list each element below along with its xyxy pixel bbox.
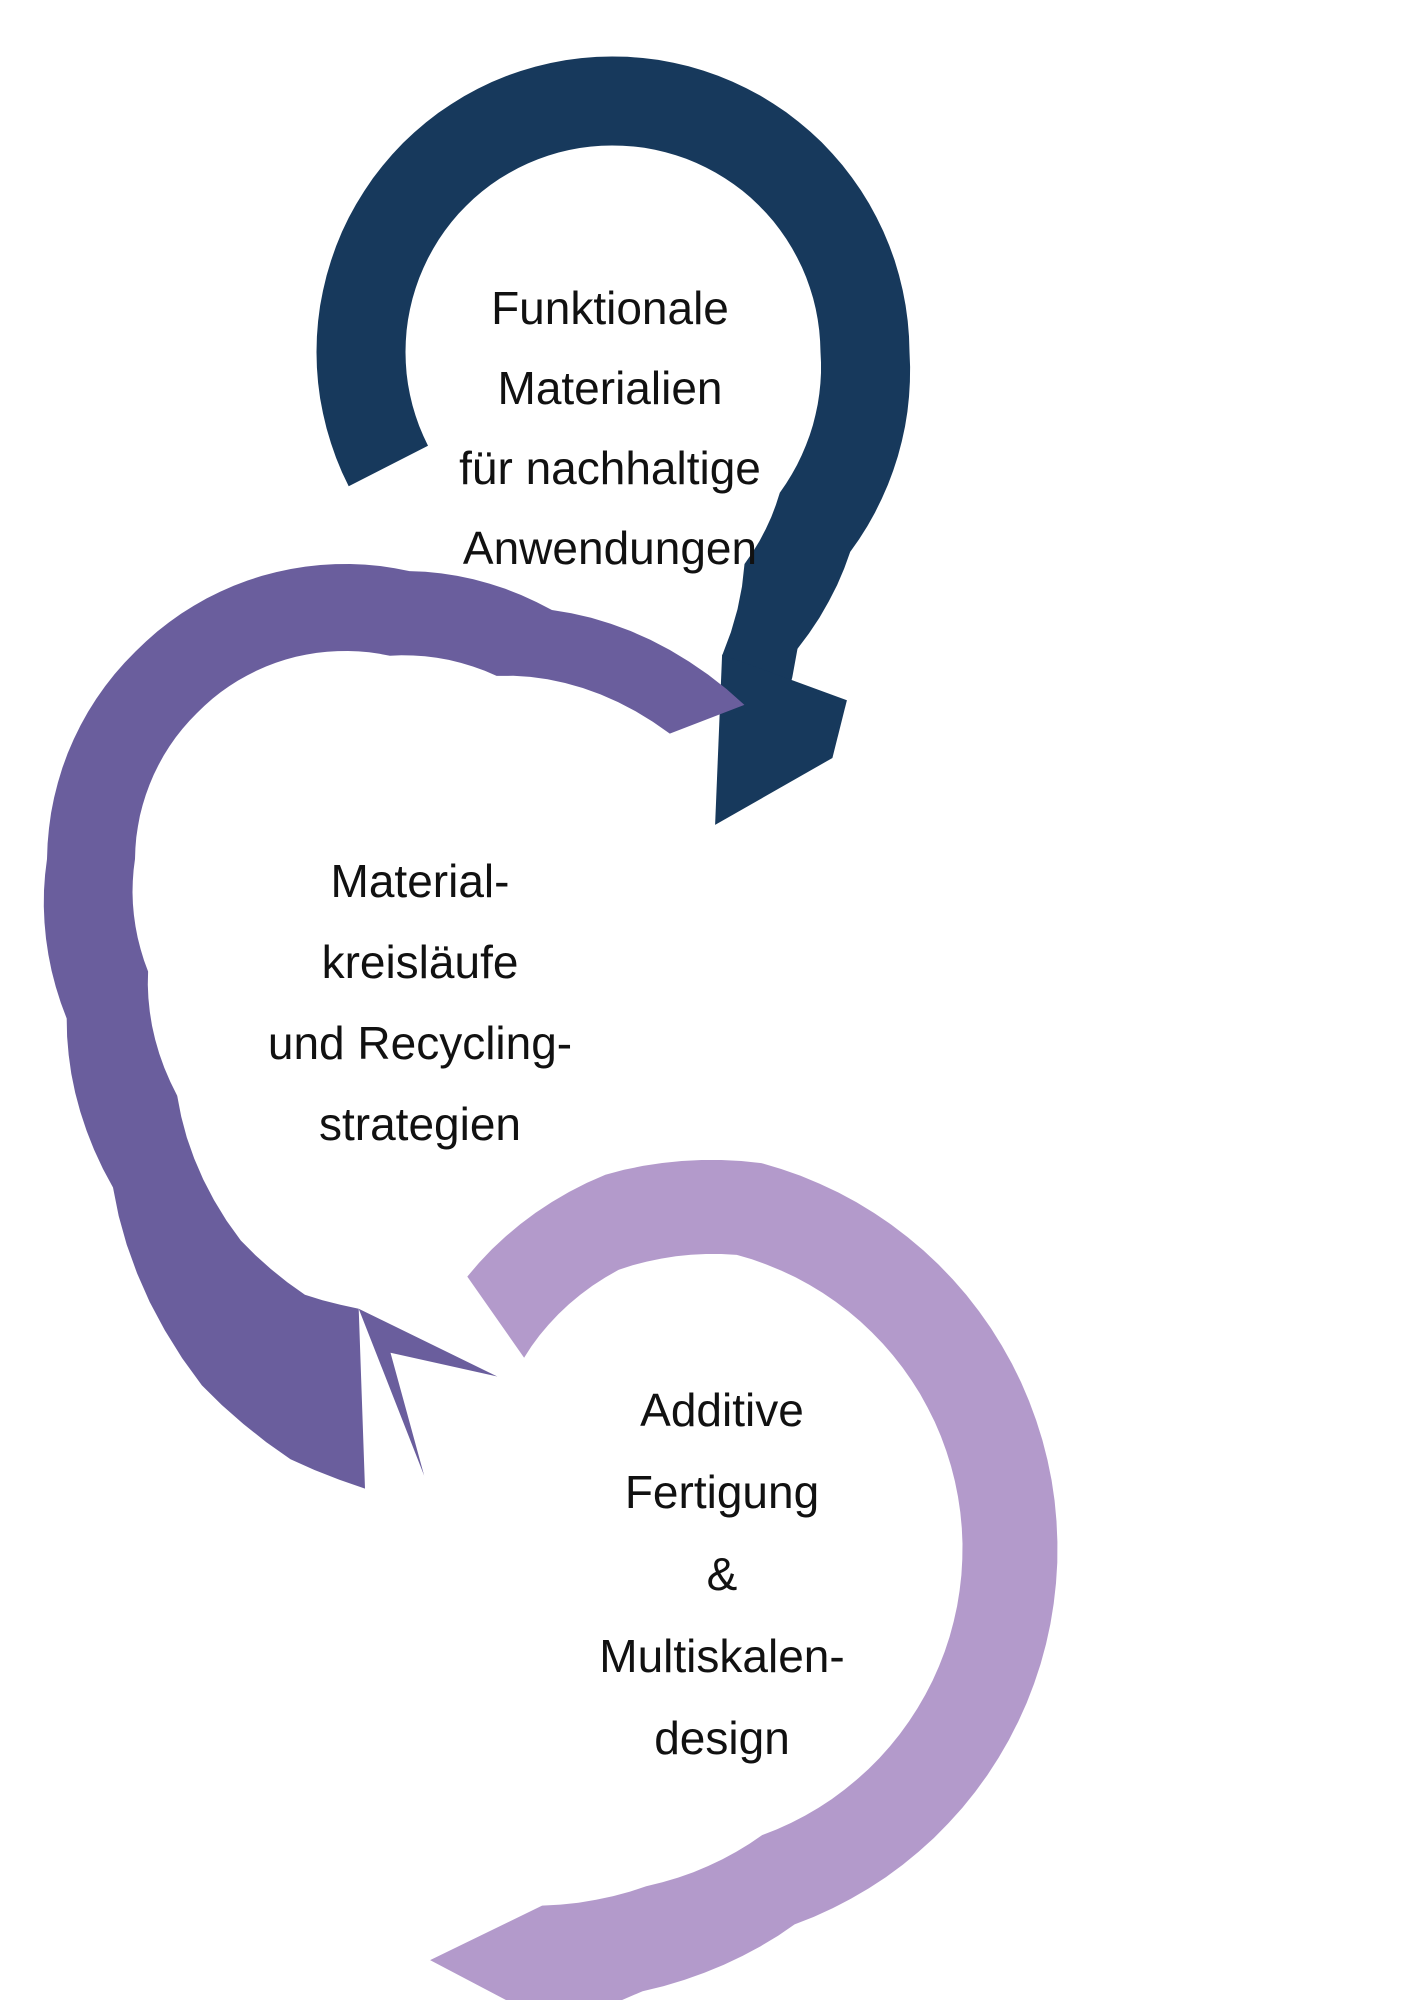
label-line: Anwendungen bbox=[462, 522, 758, 574]
label-line: strategien bbox=[318, 1098, 521, 1150]
lavender-arrowhead-icon bbox=[430, 1905, 543, 2000]
label-line: kreisläufe bbox=[321, 936, 519, 988]
label-line: Material- bbox=[330, 855, 510, 907]
label-funktionale-materialien: Funktionale Materialien für nachhaltige … bbox=[310, 268, 910, 588]
arrow-funktionale-materialien bbox=[316, 56, 911, 825]
label-line: und Recycling- bbox=[267, 1017, 573, 1069]
navy-ring-band bbox=[316, 56, 911, 764]
arrow-additive-fertigung bbox=[430, 1160, 1058, 2000]
label-additive-fertigung: Additive Fertigung & Multiskalen- design bbox=[422, 1369, 1022, 1779]
purple-ring-band bbox=[43, 564, 745, 1489]
label-line: Multiskalen- bbox=[599, 1630, 845, 1682]
label-line: Materialien bbox=[497, 362, 723, 414]
label-line: für nachhaltige bbox=[459, 442, 761, 494]
label-line: Fertigung bbox=[624, 1466, 820, 1518]
label-line: Additive bbox=[640, 1384, 804, 1436]
label-line: Funktionale bbox=[491, 282, 729, 334]
label-materialkreislaeufe: Material- kreisläufe und Recycling- stra… bbox=[120, 841, 720, 1165]
lavender-ring-band bbox=[467, 1160, 1058, 2000]
navy-arrowhead-icon bbox=[715, 654, 847, 825]
label-line: design bbox=[654, 1712, 790, 1764]
label-line: & bbox=[706, 1548, 738, 1600]
purple-arrowhead-icon bbox=[358, 1308, 498, 1476]
arrow-materialkreislaeufe bbox=[43, 564, 745, 1489]
